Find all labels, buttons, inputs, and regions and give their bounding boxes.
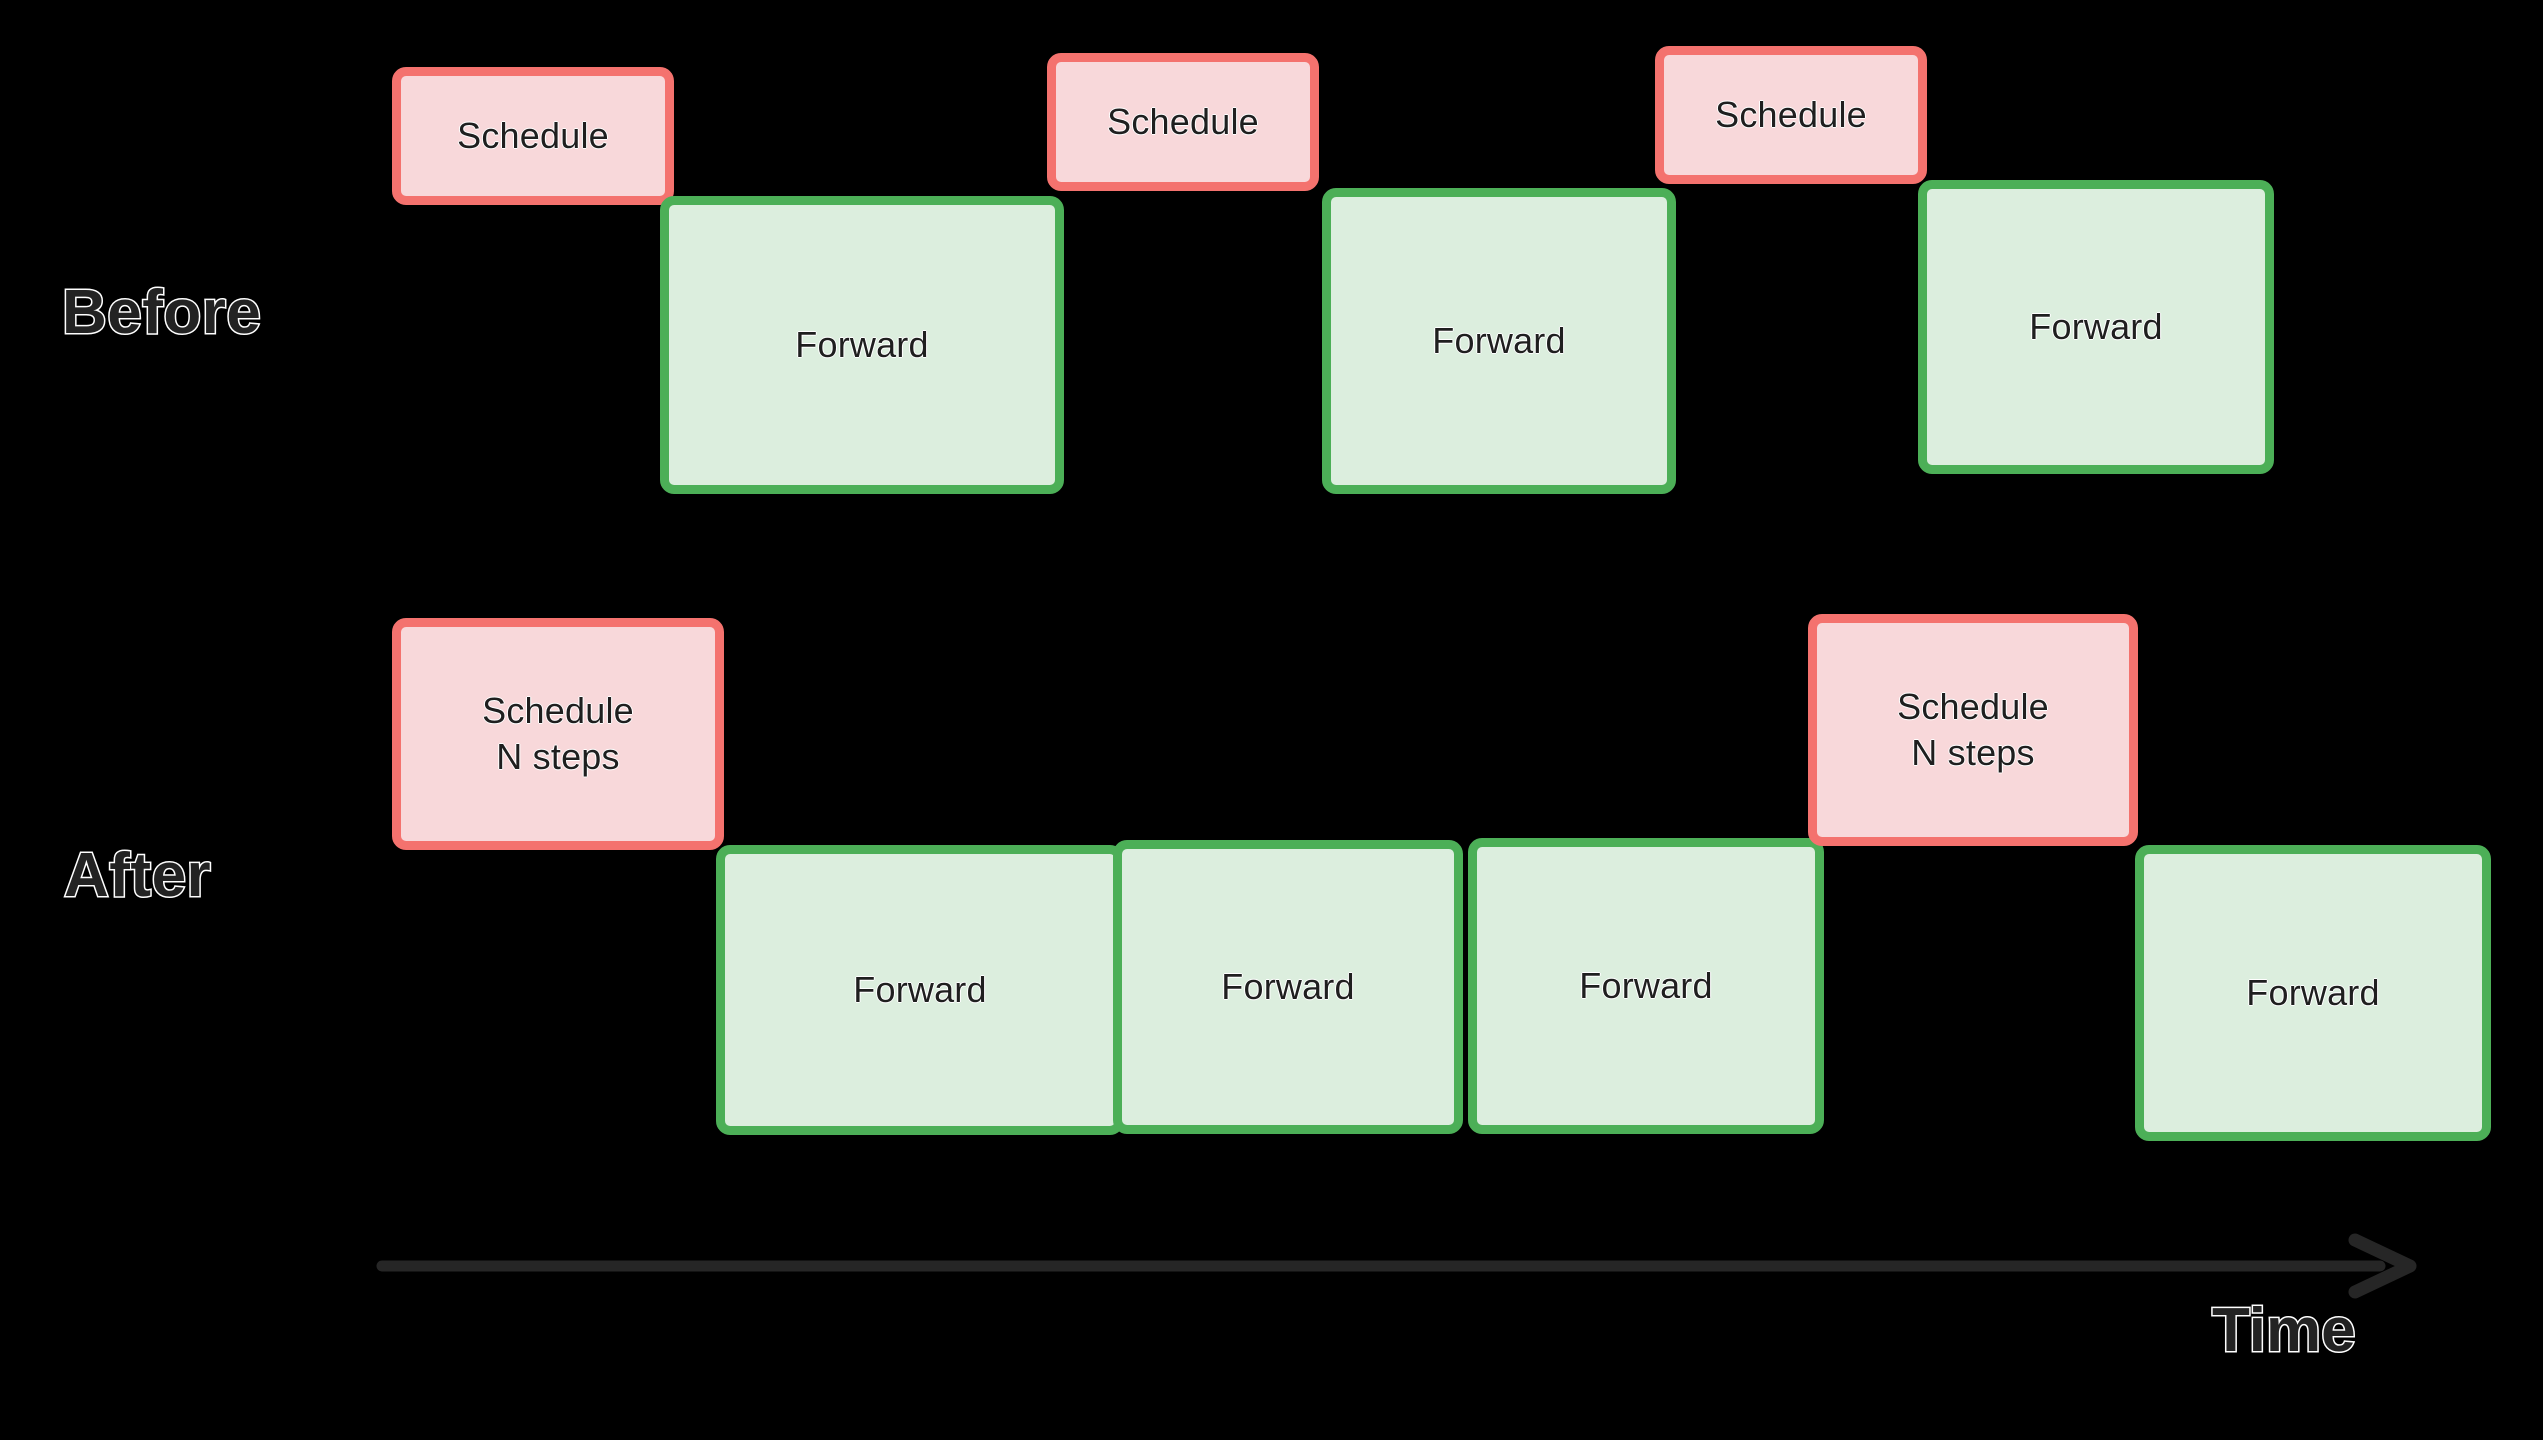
schedule-block-label: Schedule bbox=[1107, 100, 1259, 142]
forward-block[interactable]: Forward bbox=[1113, 840, 1463, 1134]
forward-block-label: Forward bbox=[2246, 971, 2380, 1013]
arrowhead-icon bbox=[2348, 1233, 2417, 1299]
forward-block-label: Forward bbox=[1579, 964, 1713, 1006]
forward-block-label: Forward bbox=[1432, 319, 1566, 361]
schedule-block-label: Schedule bbox=[1715, 93, 1867, 135]
row-label-after: After bbox=[62, 841, 212, 910]
axis-label-time: Time bbox=[2211, 1296, 2358, 1365]
schedule-block[interactable]: Schedule bbox=[1047, 53, 1319, 191]
forward-block-label: Forward bbox=[795, 323, 929, 365]
forward-block[interactable]: Forward bbox=[2135, 845, 2491, 1141]
row-label-before: Before bbox=[60, 278, 262, 347]
forward-block[interactable]: Forward bbox=[716, 845, 1124, 1135]
schedule-block[interactable]: Schedule bbox=[392, 67, 674, 205]
forward-block[interactable]: Forward bbox=[1918, 180, 2274, 474]
schedule-block[interactable]: Schedule bbox=[1655, 46, 1927, 184]
forward-block-label: Forward bbox=[853, 968, 987, 1010]
forward-block-label: Forward bbox=[1221, 965, 1355, 1007]
time-axis-arrow bbox=[376, 1233, 2417, 1299]
schedule-block-label: Schedule bbox=[457, 114, 609, 156]
forward-block-label: Forward bbox=[2029, 305, 2163, 347]
forward-block[interactable]: Forward bbox=[660, 196, 1064, 494]
forward-block[interactable]: Forward bbox=[1468, 838, 1824, 1134]
forward-block[interactable]: Forward bbox=[1322, 188, 1676, 494]
